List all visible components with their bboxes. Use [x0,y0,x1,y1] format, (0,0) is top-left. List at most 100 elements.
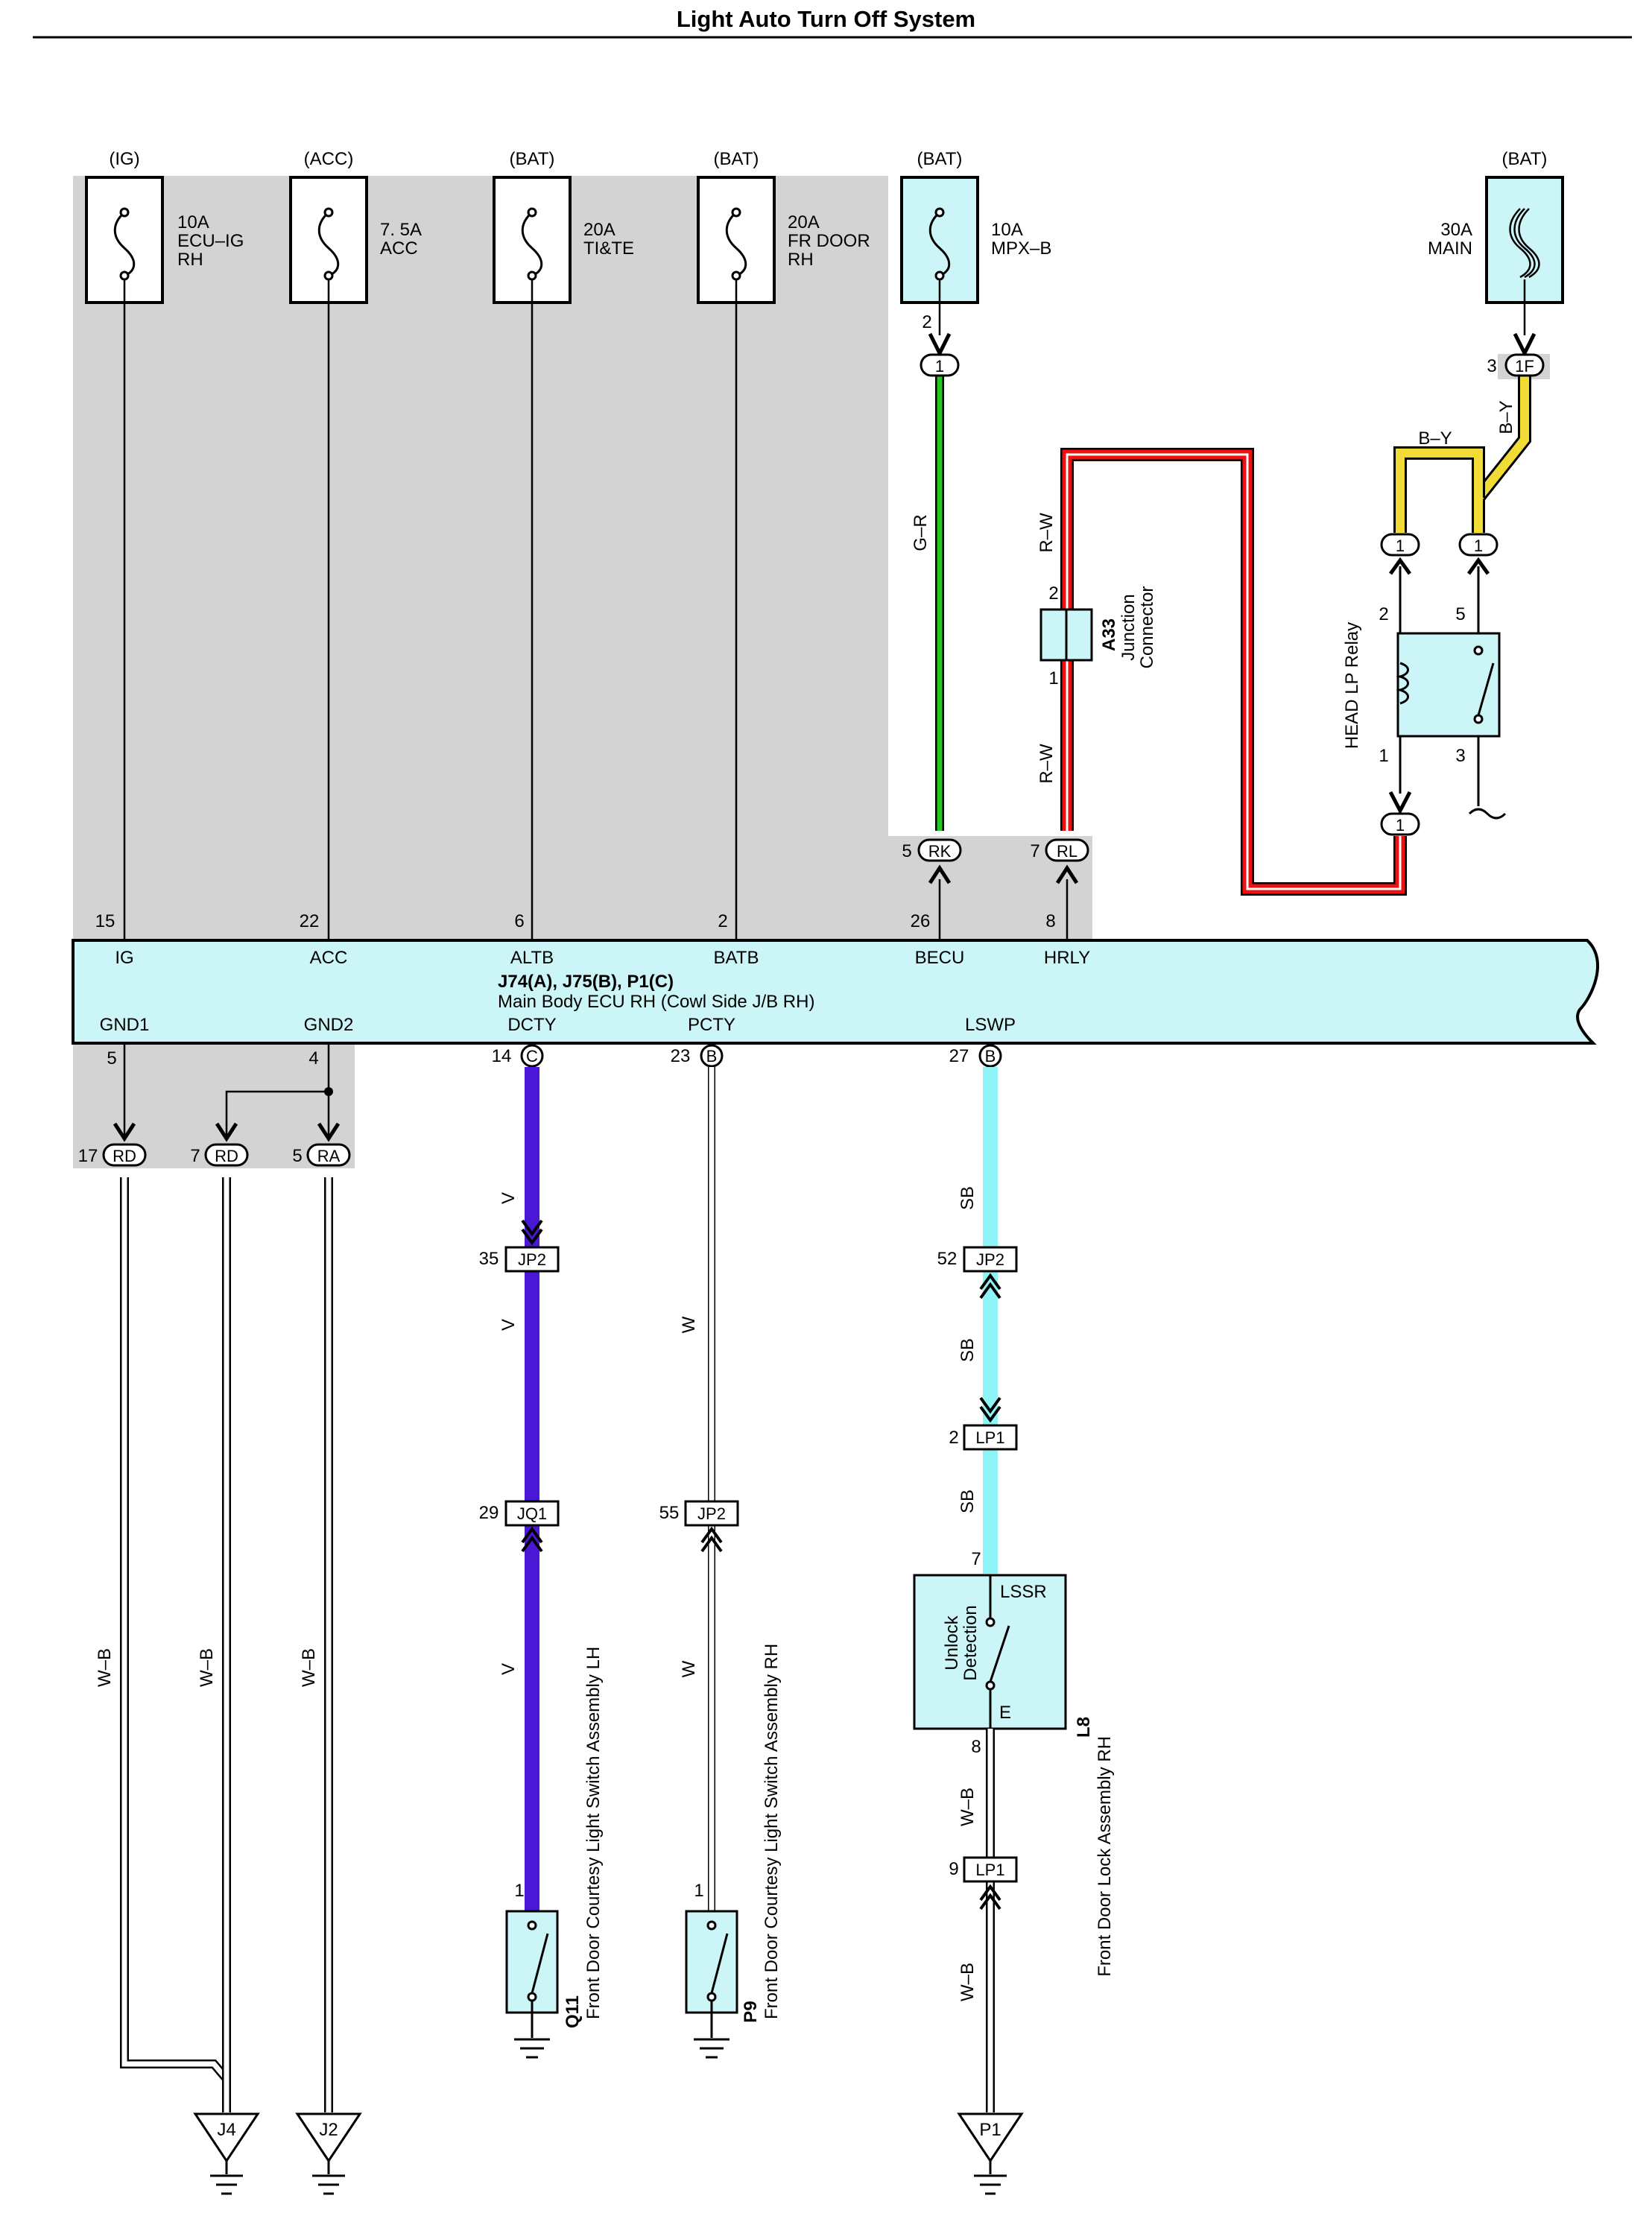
fuse-6-name: MAIN [1428,238,1472,259]
svg-text:W–B: W–B [958,1963,978,2001]
fuse-6-source: (BAT) [1502,149,1548,169]
wire-label-w-b-3: W–B [299,1648,319,1687]
fuse-1-name2: RH [177,250,203,270]
svg-text:7: 7 [190,1146,200,1166]
top-wires [123,279,1526,940]
svg-text:JP2: JP2 [697,1504,726,1523]
svg-text:4: 4 [308,1048,318,1068]
wire-label-b-y-2: B–Y [1496,400,1516,434]
svg-text:B: B [706,1047,718,1066]
fuse-6-amps: 30A [1440,220,1472,240]
connector-rd-1: 17 RD [78,1122,147,1167]
svg-text:J4: J4 [217,2120,235,2140]
pin-altb: ALTB [510,948,554,968]
ground-j2: J2 [295,2112,362,2195]
svg-text:15: 15 [95,911,115,931]
fuse-5-source: (BAT) [917,149,963,169]
switch-icon [531,1933,549,1994]
svg-text:W: W [679,1316,699,1333]
fuse-icon [317,211,340,277]
svg-text:SB: SB [958,1338,978,1362]
pin-pcty: PCTY [688,1015,735,1035]
svg-text:1: 1 [1396,536,1405,555]
connector-ra: 5 RA [292,1122,351,1167]
e-label: E [999,1703,1011,1723]
connector-rk: 5 RK [902,838,962,884]
wire-v: V V V [499,1067,539,1922]
pin-acc: ACC [310,948,348,968]
main-pin: 3 [1487,356,1496,376]
relay-coil-icon [1396,662,1409,705]
fusible-link-icon [1509,208,1540,279]
ecu-bottom-pin-circles: 5 4 14 C 23 B 27 B [107,1044,1002,1068]
relay-pin-5: 5 [1455,604,1465,624]
svg-text:Front Door Courtesy Light Swit: Front Door Courtesy Light Switch Assembl… [762,1644,782,2019]
front-door-lock-assembly: 7 LSSR E Unlock Detection 8 L8 Front Doo… [913,1549,1115,1977]
ground-j4: J4 [193,2112,260,2195]
svg-text:2: 2 [718,911,727,931]
svg-text:RK: RK [928,842,952,861]
door-switch-rh: 1 P9 Front Door Courtesy Light Switch As… [685,1644,782,2059]
fuse-4-amps: 20A [788,212,820,232]
a33-name2: Connector [1137,586,1157,669]
svg-text:V: V [499,1663,519,1675]
svg-text:V: V [499,1319,519,1331]
fuse-3-name: TI&TE [583,238,634,259]
svg-text:RL: RL [1057,842,1077,861]
wire-label-w-b-2: W–B [197,1648,217,1687]
fuse-icon [725,211,747,277]
svg-text:14: 14 [492,1046,512,1066]
svg-text:JQ1: JQ1 [517,1504,547,1523]
svg-text:RD: RD [215,1147,238,1165]
lock-switch-icon [989,1625,1010,1682]
svg-text:Detection: Detection [960,1605,981,1680]
svg-text:29: 29 [479,1503,499,1523]
fuse-4-name: FR DOOR [788,231,870,251]
svg-text:C: C [526,1047,538,1066]
connector-jp2-a: 35 JP2 [479,1219,560,1273]
a33-pin-top: 2 [1048,583,1058,604]
connector-main: 3 1F [1487,332,1545,377]
svg-text:26: 26 [911,911,931,931]
lssr-label: LSSR [1000,1582,1047,1602]
rk-pin: 5 [902,841,911,861]
svg-text:V: V [499,1192,519,1204]
svg-text:B: B [985,1047,996,1066]
svg-text:1: 1 [1474,536,1483,555]
relay-pin-2: 2 [1379,604,1388,624]
junction-connector-a33: 2 1 A33 Junction Connector [1039,583,1157,688]
svg-text:SB: SB [958,1186,978,1210]
relay-switch-icon [1477,662,1495,716]
wire-sb: SB SB SB [958,1067,998,1574]
pin-hrly: HRLY [1044,948,1090,968]
ground-triangle-icon [295,2112,362,2163]
mpx-pin: 2 [922,312,931,332]
svg-text:7: 7 [971,1549,981,1569]
connector-rd-2: 7 RD [190,1122,249,1167]
connector-jq1: 29 JQ1 [479,1500,560,1553]
pin-becu: BECU [915,948,965,968]
svg-text:LP1: LP1 [975,1428,1004,1447]
fuse-2: (ACC) 7. 5A ACC [289,149,422,304]
connector-mpx: 2 1 [920,312,960,377]
connector-jp2-b: 55 JP2 [659,1500,739,1553]
svg-text:SB: SB [958,1489,978,1513]
pin-batb: BATB [714,948,759,968]
mpx-conn: 1 [935,357,944,376]
fuse-1-name: ECU–IG [177,231,244,251]
svg-text:9: 9 [949,1859,958,1879]
fuse-icon [928,211,951,277]
svg-text:5: 5 [107,1048,116,1068]
door-switch-lh: 1 Q11 Front Door Courtesy Light Switch A… [505,1647,604,2059]
fuse-3-amps: 20A [583,220,615,240]
fuse-2-name: ACC [380,238,418,259]
l8-code: L8 [1074,1717,1094,1738]
svg-text:P9: P9 [741,2001,761,2022]
svg-text:W–B: W–B [958,1788,978,1826]
svg-text:LP1: LP1 [975,1861,1004,1879]
svg-text:JP2: JP2 [976,1250,1004,1269]
fuse-5: (BAT) 10A MPX–B [900,149,1051,304]
connector-relay-in-right: 1 [1458,533,1498,575]
fuse-3-source: (BAT) [510,149,555,169]
a33-name1: Junction [1118,594,1139,660]
